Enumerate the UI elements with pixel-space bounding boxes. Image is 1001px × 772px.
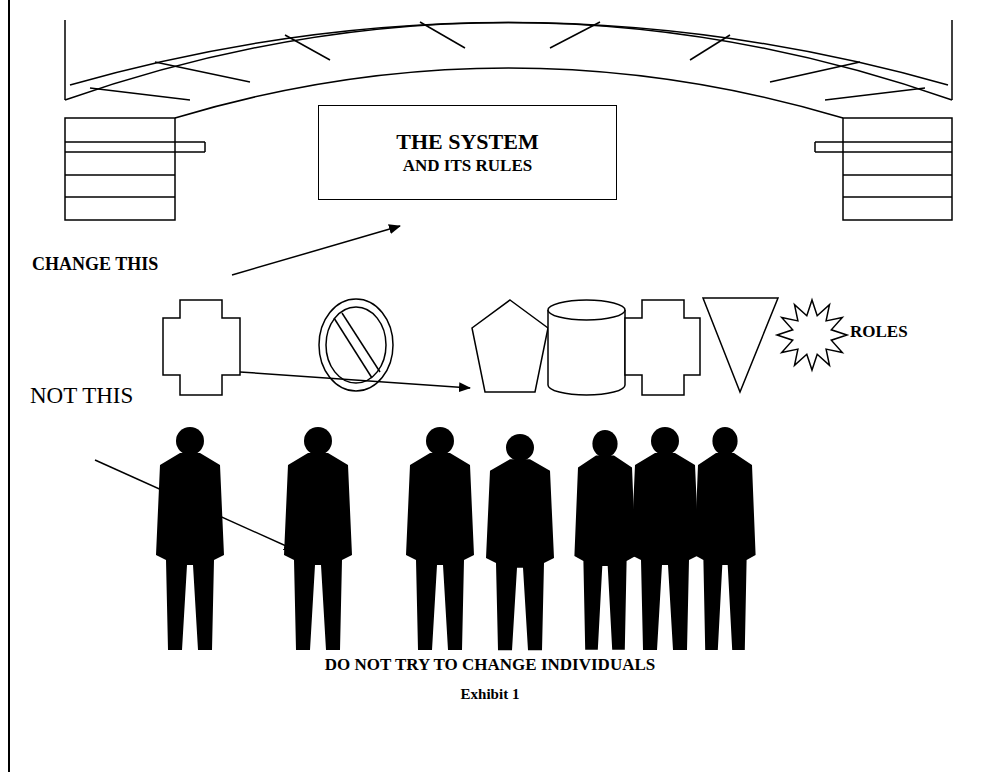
- system-box: THE SYSTEMAND ITS RULES: [318, 105, 617, 200]
- figure-caption: Exhibit 1: [461, 686, 520, 703]
- note-text: DO NOT TRY TO CHANGE INDIVIDUALS: [325, 655, 656, 675]
- callout-text: CHANGE THIS: [32, 254, 158, 275]
- leader-arrow: [95, 460, 295, 550]
- box-text: AND ITS RULES: [403, 156, 532, 176]
- callout-text: NOT THIS: [30, 383, 133, 409]
- arch: [65, 20, 952, 220]
- leader-arrow: [232, 226, 400, 275]
- page-rule: [8, 0, 10, 772]
- people-silhouettes: [156, 427, 756, 650]
- leader-arrow: [240, 372, 470, 388]
- role-shapes: [163, 298, 847, 395]
- group-label: ROLES: [850, 322, 908, 342]
- box-heading: THE SYSTEM: [396, 129, 538, 155]
